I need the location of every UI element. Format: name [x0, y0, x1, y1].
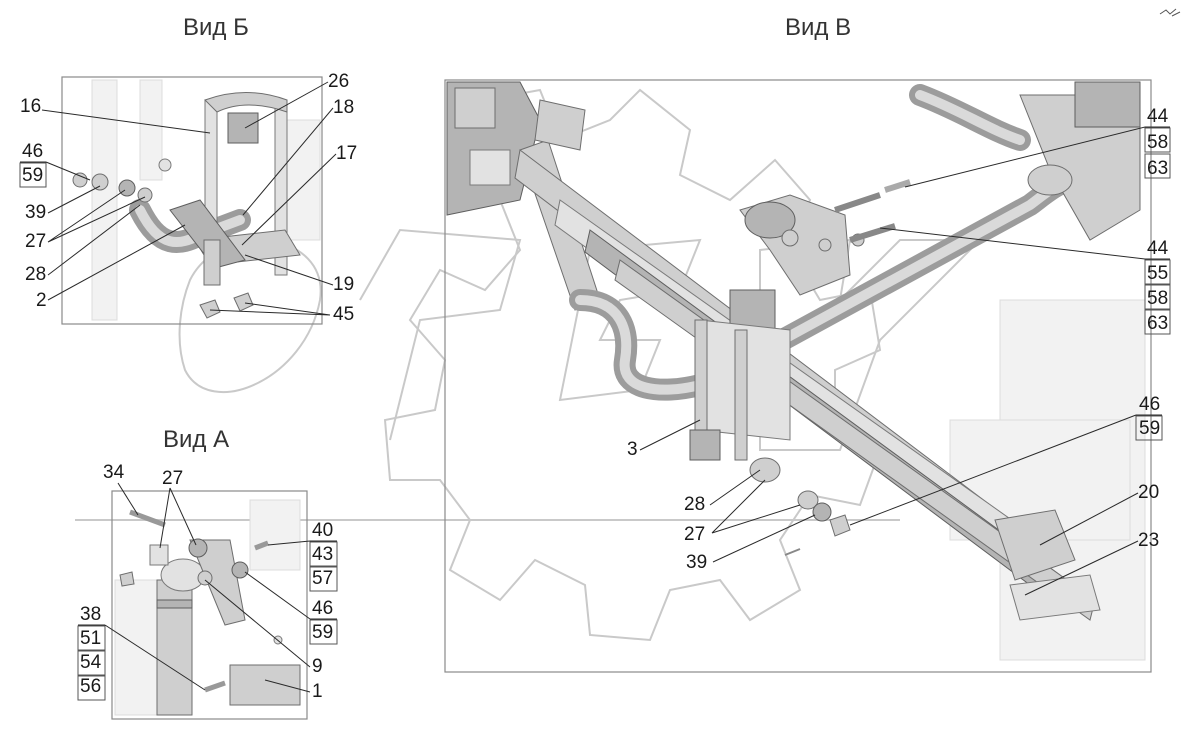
- callout-40: 40: [312, 520, 333, 541]
- callout-58-top: 58: [1147, 132, 1168, 153]
- view-a-title: Вид А: [163, 426, 229, 453]
- callout-39: 39: [25, 202, 46, 223]
- callout-28-v: 28: [684, 494, 705, 515]
- small-scribble-icon: [1159, 8, 1181, 17]
- callout-2: 2: [36, 290, 47, 311]
- callout-9: 9: [312, 656, 323, 677]
- view-b-title: Вид Б: [183, 14, 249, 41]
- callout-18: 18: [333, 97, 354, 118]
- callout-51: 51: [80, 628, 101, 649]
- callout-1: 1: [312, 681, 323, 702]
- callout-58-mid: 58: [1147, 288, 1168, 309]
- view-v-drawing: [446, 81, 1146, 661]
- callout-55-mid: 55: [1147, 263, 1168, 284]
- callout-56: 56: [80, 676, 101, 697]
- callout-54: 54: [80, 652, 102, 673]
- callout-23: 23: [1138, 530, 1159, 551]
- callout-27: 27: [25, 231, 46, 252]
- view-a: Вид А 34 27 40 43 57: [77, 426, 338, 720]
- callout-39-v: 39: [686, 552, 707, 573]
- callout-46-v: 46: [1139, 394, 1160, 415]
- callout-19: 19: [333, 274, 354, 295]
- callout-59-v: 59: [1139, 418, 1160, 439]
- view-b: Вид Б 16 26 18 1: [19, 14, 357, 325]
- callout-28: 28: [25, 264, 46, 285]
- callout-59-a: 59: [312, 622, 333, 643]
- callout-34: 34: [103, 462, 125, 483]
- view-b-drawing: [72, 79, 321, 321]
- view-b-frame: [61, 76, 323, 325]
- callout-59: 59: [22, 165, 43, 186]
- callout-43: 43: [312, 544, 333, 565]
- callout-26: 26: [328, 71, 349, 92]
- callout-44-mid: 44: [1147, 238, 1169, 259]
- view-v: Вид В: [444, 14, 1171, 673]
- callout-44-top: 44: [1147, 106, 1169, 127]
- callout-38: 38: [80, 604, 101, 625]
- callout-45: 45: [333, 304, 354, 325]
- view-v-frame: [444, 79, 1152, 673]
- callout-46: 46: [22, 141, 43, 162]
- callout-27-a: 27: [162, 468, 183, 489]
- callout-3: 3: [627, 439, 638, 460]
- view-v-title: Вид В: [785, 14, 851, 41]
- view-a-frame: [111, 490, 308, 720]
- callout-17: 17: [336, 143, 357, 164]
- callout-46-a: 46: [312, 598, 333, 619]
- callout-20: 20: [1138, 482, 1159, 503]
- callout-16: 16: [20, 96, 41, 117]
- callout-27-v: 27: [684, 524, 705, 545]
- callout-63-top: 63: [1147, 158, 1168, 179]
- view-a-drawing: [114, 499, 301, 716]
- callout-57: 57: [312, 568, 333, 589]
- callout-63-mid: 63: [1147, 313, 1168, 334]
